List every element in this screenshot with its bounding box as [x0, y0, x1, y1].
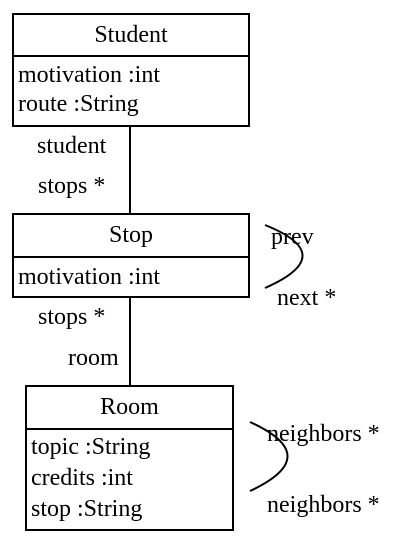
role-label-prev: prev: [271, 224, 314, 250]
room-class-name: Room: [27, 387, 232, 430]
stop-attribute: motivation :int: [18, 264, 160, 290]
stop-class-box[interactable]: Stop motivation :int: [12, 213, 250, 298]
role-label-neighbors: neighbors *: [267, 492, 380, 518]
student-class-name: Student: [14, 15, 248, 57]
room-attributes: topic :String credits :int stop :String: [27, 430, 232, 525]
role-label-next: next *: [277, 285, 337, 311]
student-attribute: motivation :int: [18, 62, 160, 88]
stop-attributes: motivation :int: [14, 258, 248, 294]
room-class-box[interactable]: Room topic :String credits :int stop :St…: [25, 385, 234, 531]
role-label-room: room: [68, 345, 119, 371]
role-label-neighbors: neighbors *: [267, 421, 380, 447]
stop-self-loop: [264, 224, 304, 289]
student-attribute: route :String: [18, 91, 139, 117]
stop-class-name: Stop: [14, 215, 248, 258]
room-self-loop: [249, 421, 289, 492]
room-attribute: topic :String: [31, 434, 151, 460]
role-label-stops: stops *: [38, 304, 106, 330]
room-attribute: credits :int: [31, 465, 133, 491]
role-label-stops: stops *: [38, 173, 106, 199]
room-attribute: stop :String: [31, 496, 143, 522]
student-attributes: motivation :int route :String: [14, 57, 248, 119]
role-label-student: student: [37, 133, 107, 159]
student-class-box[interactable]: Student motivation :int route :String: [12, 13, 250, 127]
